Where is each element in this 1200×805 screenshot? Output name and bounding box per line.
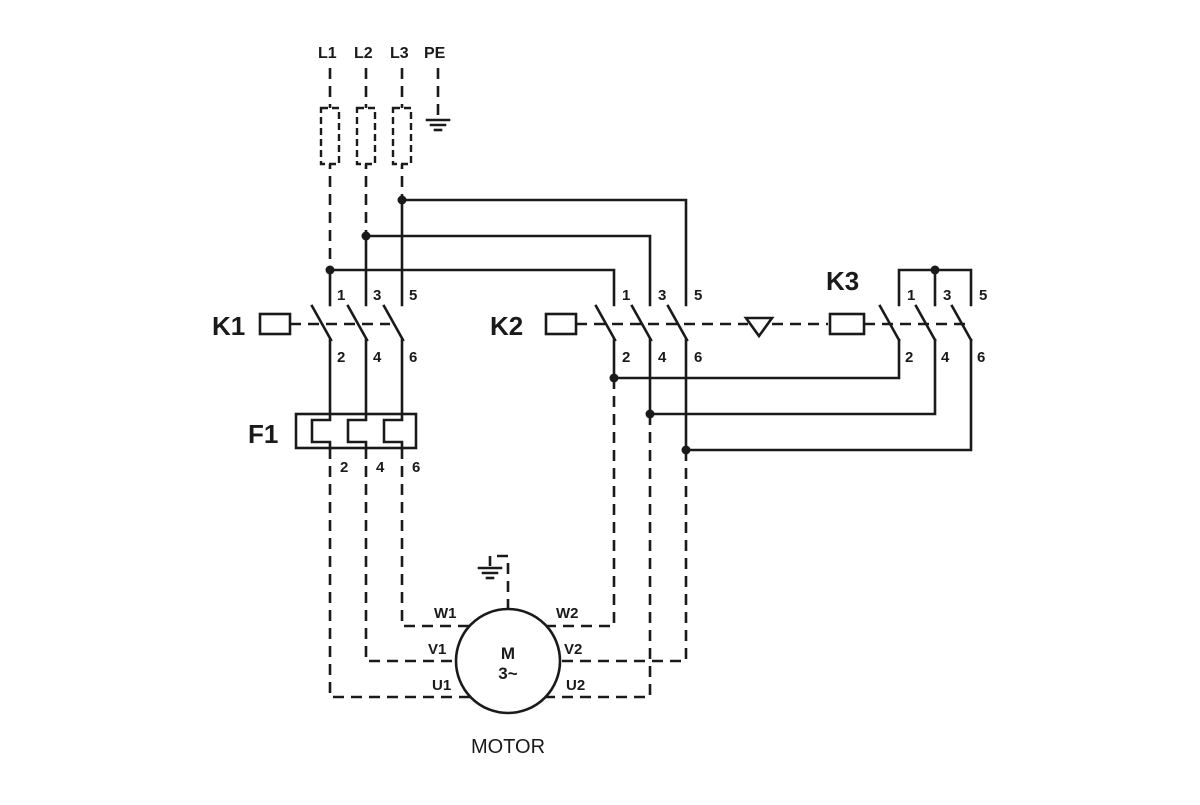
supply-busbars (325, 195, 688, 307)
f1-thermal-elements (310, 412, 404, 450)
cable-v1 (364, 448, 456, 663)
k2-pin-4: 4 (658, 349, 667, 366)
k3-pin-2: 2 (905, 349, 913, 366)
bus-l3 (400, 198, 688, 307)
cable-v2 (560, 450, 688, 663)
supply-label-l3: L3 (390, 45, 409, 62)
motor-phase-label: 3~ (498, 664, 517, 683)
bus-l1 (328, 268, 616, 307)
motor-symbol (454, 607, 562, 715)
supply-label-pe: PE (424, 45, 446, 62)
terminal-w2: W2 (556, 605, 579, 622)
cable-w1 (400, 448, 477, 628)
k3-coil-icon (828, 312, 866, 336)
contactor-k1-label: K1 (212, 311, 245, 341)
cable-u1 (328, 448, 477, 699)
k1-pin-6: 6 (409, 349, 417, 366)
fuse-l2 (355, 106, 377, 166)
k2-pin-5: 5 (694, 287, 702, 304)
terminal-u1: U1 (432, 677, 451, 694)
fuse-l1 (319, 106, 341, 166)
f1-pin-6: 6 (412, 459, 420, 476)
terminal-v2: V2 (564, 641, 582, 658)
k3-pin-4: 4 (941, 349, 950, 366)
k1-pin-1: 1 (337, 287, 345, 304)
supply-label-l2: L2 (354, 45, 373, 62)
supply-lines: L1 L2 L3 PE (318, 45, 451, 268)
motor-m-label: M (501, 644, 515, 663)
contactor-k1: K1 1 3 5 2 4 6 (212, 287, 417, 416)
k1-pin-3: 3 (373, 287, 381, 304)
k2-pin-6: 6 (694, 349, 702, 366)
motor-earth-cable (488, 554, 510, 610)
k1-pin-5: 5 (409, 287, 417, 304)
junction-l3 (397, 195, 407, 205)
contactor-k2-label: K2 (490, 311, 523, 341)
terminal-v1: V1 (428, 641, 446, 658)
motor-caption: MOTOR (471, 736, 545, 758)
k2-coil-icon (544, 312, 578, 336)
supply-label-l1: L1 (318, 45, 337, 62)
k2-pin-1: 1 (622, 287, 630, 304)
k3-contacts (878, 304, 973, 342)
k3-pin-6: 6 (977, 349, 985, 366)
overload-f1-label: F1 (248, 419, 278, 449)
motor: M 3~ W1 V1 U1 W2 V2 U2 MOTOR (428, 605, 585, 758)
bus-l2 (364, 234, 652, 307)
terminal-w1: W1 (434, 605, 457, 622)
interlock-triangle-icon (743, 316, 775, 339)
cable-u2 (539, 414, 652, 699)
k1-coil-icon (258, 312, 292, 336)
contactor-k3: K3 1 3 5 2 4 6 (826, 265, 987, 366)
k2-pin-2: 2 (622, 349, 630, 366)
terminal-u2: U2 (566, 677, 585, 694)
motor-cables (328, 378, 688, 699)
contactor-k2: K2 1 3 5 2 4 6 (490, 287, 748, 452)
k3-star-point (897, 265, 973, 307)
earth-icon (425, 118, 451, 132)
k1-pin-4: 4 (373, 349, 382, 366)
k1-pin-2: 2 (337, 349, 345, 366)
k3-pin-3: 3 (943, 287, 951, 304)
k1-contacts (310, 304, 405, 416)
motor-earth-icon (477, 566, 503, 580)
k3-pin-5: 5 (979, 287, 987, 304)
k2-pin-3: 3 (658, 287, 666, 304)
f1-pin-4: 4 (376, 459, 385, 476)
cable-w2 (539, 378, 616, 628)
fuse-l3 (391, 106, 413, 166)
k3-pin-1: 1 (907, 287, 915, 304)
contactor-k3-label: K3 (826, 266, 859, 296)
overload-relay-f1: F1 2 4 6 (248, 412, 420, 476)
f1-pin-2: 2 (340, 459, 348, 476)
junction-l1 (325, 265, 335, 275)
junction-l2 (361, 231, 371, 241)
